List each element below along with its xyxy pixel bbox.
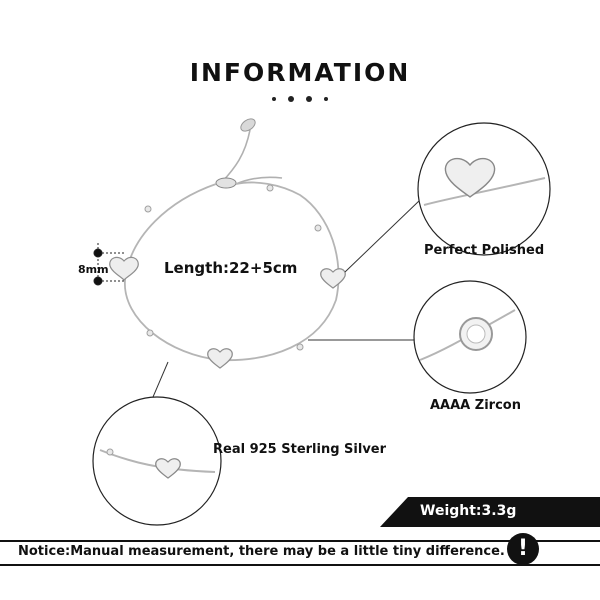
exclamation-icon: ! bbox=[507, 533, 539, 565]
weight-label: Weight:3.3g bbox=[420, 503, 517, 519]
notice-text: Notice:Manual measurement, there may be … bbox=[18, 544, 505, 559]
lobster-clasp bbox=[215, 177, 237, 189]
page-title: INFORMATION bbox=[189, 58, 411, 87]
zoom-circle-heart bbox=[417, 122, 551, 256]
callout-lines bbox=[149, 199, 421, 405]
finish-label: Perfect Polished bbox=[424, 243, 545, 258]
material-label: Real 925 Sterling Silver bbox=[213, 442, 387, 457]
extender-chain bbox=[221, 129, 283, 185]
weight-banner bbox=[380, 497, 600, 527]
size-label: 8mm bbox=[78, 263, 109, 276]
end-tag bbox=[240, 118, 256, 132]
zoom-circle-chain bbox=[92, 396, 222, 526]
heart-charms bbox=[109, 256, 346, 369]
station-beads bbox=[144, 184, 322, 351]
title-dots-divider bbox=[0, 96, 600, 102]
length-label: Length:22+5cm bbox=[164, 259, 298, 277]
size-indicator bbox=[93, 243, 125, 286]
notice-bar bbox=[0, 540, 600, 566]
zoom-circle-zircon bbox=[413, 280, 527, 394]
stone-label: AAAA Zircon bbox=[430, 398, 521, 413]
